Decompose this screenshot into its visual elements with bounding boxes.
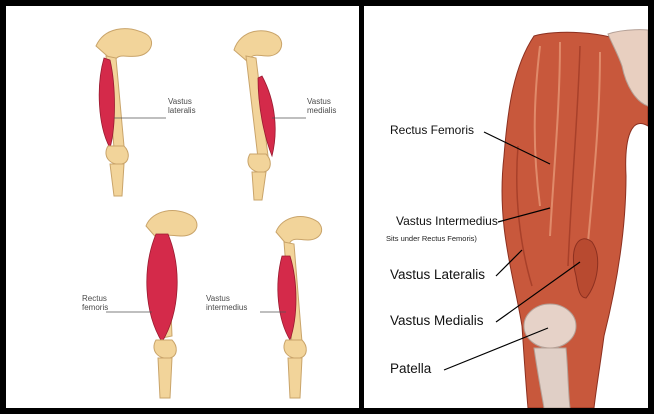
label-vastus-lateralis-right: Vastus Lateralis [390, 268, 485, 282]
figure-rectus-femoris [106, 211, 197, 398]
patella-shape [524, 304, 576, 348]
left-illustration-panel: Vastus lateralis Vastus medialis Rectus … [6, 6, 359, 408]
figure-vastus-intermedius [260, 217, 322, 398]
leg-muscle-illustration [364, 6, 648, 408]
label-vastus-intermedius-right: Vastus Intermedius [396, 214, 498, 228]
label-rectus-femoris-right: Rectus Femoris [390, 123, 474, 137]
label-vastus-medialis-right: Vastus Medialis [390, 314, 484, 328]
label-vastus-medialis: Vastus medialis [307, 97, 336, 115]
right-illustration-panel: Rectus Femoris Vastus Intermedius Sits u… [364, 6, 648, 408]
label-vastus-intermedius: Vastus intermedius [206, 294, 247, 312]
figure-vastus-lateralis [96, 29, 166, 196]
figure-vastus-medialis [234, 31, 306, 200]
label-vastus-intermedius-note: Sits under Rectus Femoris) [386, 232, 477, 246]
quadriceps-illustrations [6, 6, 359, 408]
label-vastus-lateralis: Vastus lateralis [168, 97, 196, 115]
label-patella-right: Patella [390, 362, 431, 376]
leg-silhouette [502, 32, 648, 408]
label-rectus-femoris: Rectus femoris [82, 294, 108, 312]
